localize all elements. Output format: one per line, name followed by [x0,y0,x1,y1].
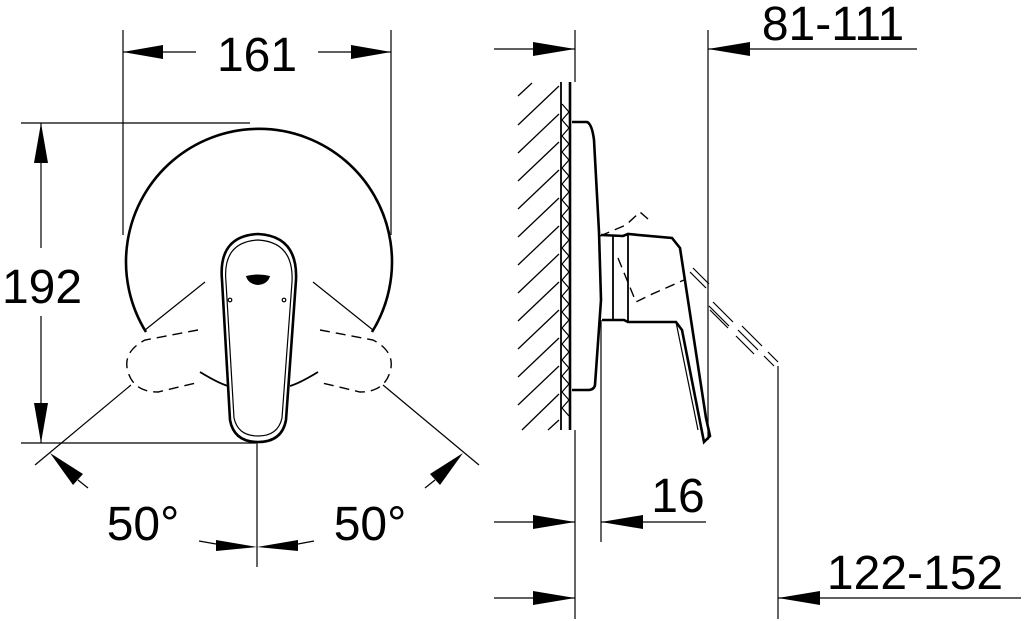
arrow-right-icon [533,42,575,56]
projection-dimension: 81-111 [494,0,917,56]
arrow-left-icon [601,515,643,529]
arrow-down-icon [34,403,48,443]
front-view: 161 192 [2,29,480,567]
max-projection-dimension: 122-152 [494,547,1021,605]
width-label: 161 [217,29,297,82]
height-label: 192 [2,261,82,314]
left-angle-label: 50° [107,498,180,551]
arrow-right-icon [533,515,575,529]
arrow-left-icon [778,591,820,605]
lever-handle [220,232,298,444]
arrow-icon [50,453,83,485]
wall-section [517,82,572,431]
lever-side-profile [600,232,712,445]
arrow-icon [430,453,463,485]
arrow-icon [216,540,257,551]
rosette-profile [572,120,603,392]
lever-right-position [312,281,392,393]
width-dimension: 161 [122,29,392,235]
height-dimension: 192 [2,122,256,444]
rosette-plate [124,127,394,333]
lever-left-position [126,281,206,393]
projection-label: 81-111 [762,0,904,51]
arrow-right-icon [533,591,575,605]
arrow-up-icon [34,123,48,163]
left-angle-dimension: 50° [50,453,257,551]
arrow-icon [257,540,298,551]
side-view: 81-111 16 122-152 [494,0,1021,619]
arrow-right-icon [351,45,391,59]
arrow-left-icon [708,42,750,56]
max-projection-label: 122-152 [827,547,1003,600]
right-angle-dimension: 50° [257,453,463,551]
right-angle-label: 50° [334,498,407,551]
rosette-depth-dimension: 16 [494,470,706,529]
rosette-depth-label: 16 [651,470,704,523]
arrow-left-icon [123,45,163,59]
lever-raised-position [599,211,779,367]
logo-mark-icon [246,274,270,285]
